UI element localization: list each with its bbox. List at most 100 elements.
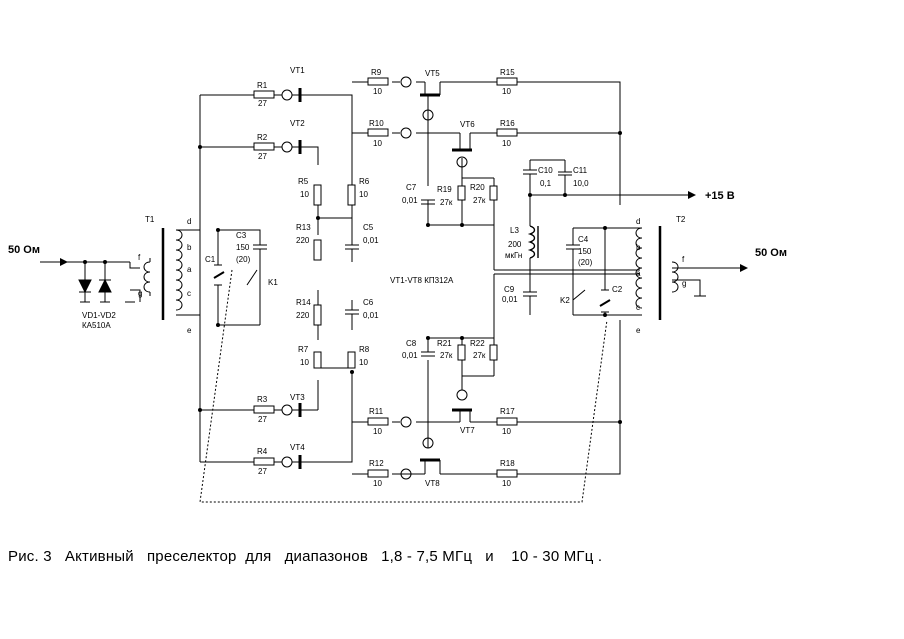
component-label: 10,0 — [573, 179, 589, 188]
gang-coupling-dashed — [199, 269, 608, 503]
component-label: 27к — [440, 351, 453, 360]
component-label: e — [187, 326, 192, 335]
component-label: 0,01 — [363, 236, 379, 245]
component-label: 10 — [502, 87, 511, 96]
component-label: 27к — [473, 351, 486, 360]
component-label: f — [138, 253, 141, 262]
component-label: b — [187, 243, 192, 252]
component-label: мкГн — [505, 251, 522, 260]
component-label: C10 — [538, 166, 553, 175]
component-label: R9 — [371, 68, 382, 77]
component-label: C1 — [205, 255, 216, 264]
component-label: 0,01 — [402, 196, 418, 205]
inductor-l3 — [527, 225, 536, 259]
component-label: R4 — [257, 447, 268, 456]
component-label: R21 — [437, 339, 452, 348]
component-label: VT6 — [460, 120, 475, 129]
component-label: VT1 — [290, 66, 305, 75]
transistor-symbols — [281, 76, 472, 480]
diodes-vd1-vd2 — [78, 278, 112, 294]
component-label: R7 — [298, 345, 309, 354]
component-label: d — [187, 217, 191, 226]
t2-name: T2 — [676, 215, 686, 224]
component-label: 27 — [258, 415, 267, 424]
component-label: 150 — [578, 247, 592, 256]
component-label: VT2 — [290, 119, 305, 128]
component-label: R15 — [500, 68, 515, 77]
capacitor-symbols — [213, 264, 611, 357]
component-label: VT4 — [290, 443, 305, 452]
component-label: b — [636, 243, 641, 252]
component-label: 10 — [300, 190, 309, 199]
junction-dots — [83, 131, 622, 424]
component-label: R17 — [500, 407, 515, 416]
labels: 50 Ом 50 Ом +15 В VT1-VT8 КП312А VD1-VD2… — [8, 66, 787, 488]
component-label: 10 — [373, 427, 382, 436]
component-label: a — [636, 269, 641, 278]
component-label: 200 — [508, 240, 522, 249]
transformer-t2 — [620, 226, 679, 320]
component-label: C2 — [612, 285, 623, 294]
component-label: R6 — [359, 177, 370, 186]
component-label: 220 — [296, 311, 310, 320]
component-label: 27 — [258, 467, 267, 476]
component-label: R3 — [257, 395, 268, 404]
input-arrow — [60, 258, 68, 266]
component-label: R1 — [257, 81, 268, 90]
component-label: 0,01 — [502, 295, 518, 304]
component-label: VT5 — [425, 69, 440, 78]
component-label: (20) — [236, 255, 251, 264]
output-arrow — [740, 264, 748, 272]
component-label: d — [636, 217, 640, 226]
component-label: R22 — [470, 339, 485, 348]
component-label: c — [187, 289, 191, 298]
component-label: 0,1 — [540, 179, 552, 188]
component-label: VT7 — [460, 426, 475, 435]
transformer-t1 — [143, 228, 188, 320]
component-label: 220 — [296, 236, 310, 245]
component-label: 10 — [373, 479, 382, 488]
component-label: L3 — [510, 226, 519, 235]
component-label: 27к — [440, 198, 453, 207]
component-label: 0,01 — [402, 351, 418, 360]
component-label: C6 — [363, 298, 374, 307]
component-label: 27 — [258, 99, 267, 108]
component-label: a — [187, 265, 192, 274]
component-label: 150 — [236, 243, 250, 252]
component-label: VT8 — [425, 479, 440, 488]
diode-name: VD1-VD2 — [82, 311, 116, 320]
component-label: C8 — [406, 339, 417, 348]
component-label: f — [682, 255, 685, 264]
component-label: 27 — [258, 152, 267, 161]
component-label: R13 — [296, 223, 311, 232]
component-label: R10 — [369, 119, 384, 128]
component-label: K1 — [268, 278, 278, 287]
component-label: R8 — [359, 345, 370, 354]
component-label: 0,01 — [363, 311, 379, 320]
input-label: 50 Ом — [8, 244, 40, 256]
diode-part: КА510А — [82, 321, 111, 330]
component-label: e — [636, 326, 641, 335]
component-label: (20) — [578, 258, 593, 267]
component-label: 10 — [300, 358, 309, 367]
component-label: R14 — [296, 298, 311, 307]
component-label: R19 — [437, 185, 452, 194]
component-label: R16 — [500, 119, 515, 128]
part-note: VT1-VT8 КП312А — [390, 276, 454, 285]
component-label: 10 — [502, 479, 511, 488]
component-label: 10 — [373, 87, 382, 96]
component-label: g — [682, 279, 686, 288]
resistor-bodies — [253, 77, 518, 478]
component-label: R2 — [257, 133, 268, 142]
t1-name: T1 — [145, 215, 155, 224]
component-label: 10 — [359, 358, 368, 367]
output-label: 50 Ом — [755, 247, 787, 259]
component-label: g — [138, 289, 142, 298]
supply-label: +15 В — [705, 190, 735, 202]
component-label: R5 — [298, 177, 309, 186]
component-label: C11 — [573, 166, 588, 175]
component-label: 10 — [502, 139, 511, 148]
component-label: R12 — [369, 459, 384, 468]
component-label: C7 — [406, 183, 417, 192]
